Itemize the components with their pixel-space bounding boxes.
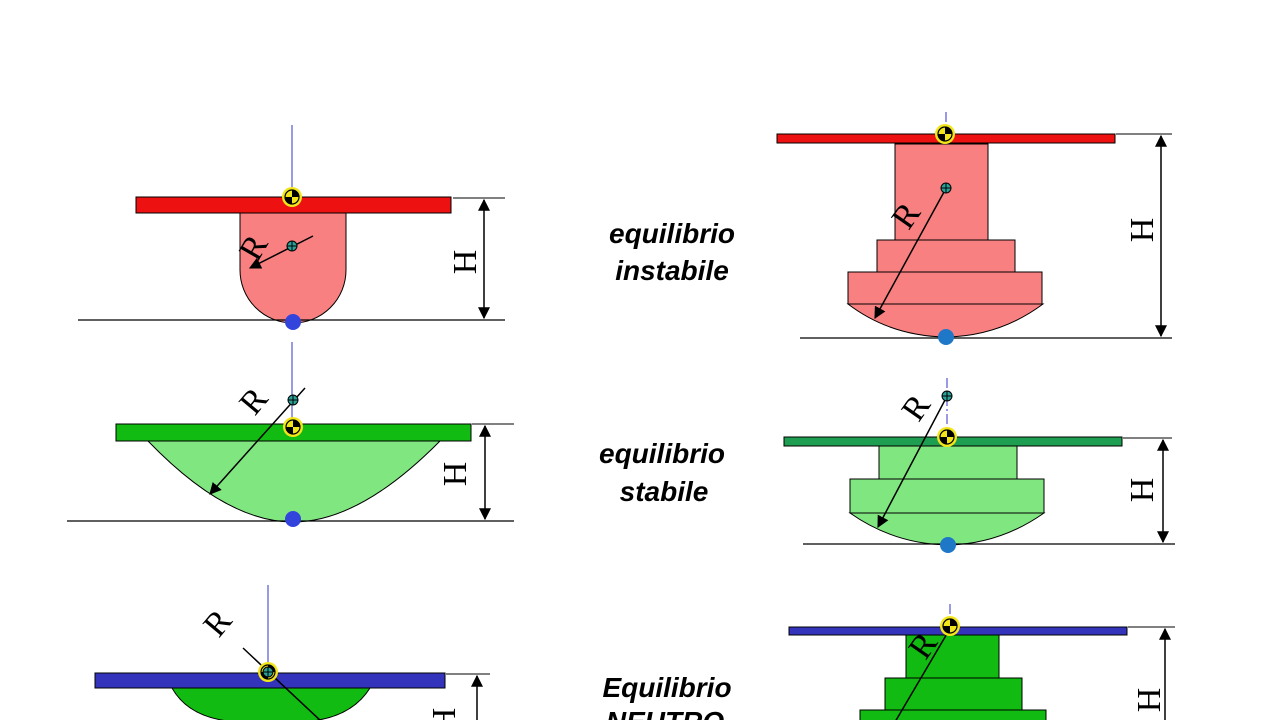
center-of-curvature-icon: [286, 240, 298, 252]
block-tier-1: [905, 634, 1000, 679]
contact-point: [285, 511, 301, 527]
diagram-unstable-right: R H: [776, 112, 1172, 345]
diagram-unstable-left: R H: [78, 125, 505, 330]
label-neutral-line1: Equilibrio: [602, 672, 731, 703]
label-neutral-line2: NEUTRO: [606, 706, 724, 720]
block-tier-1: [878, 445, 1018, 480]
label-stable-line1: equilibrio: [599, 438, 725, 469]
radius-arrow: [248, 235, 314, 269]
diagram-neutral-left: R H: [94, 585, 490, 720]
diagram-stable-left: R H: [67, 342, 514, 527]
center-of-gravity-icon: [281, 186, 303, 208]
contact-point: [285, 314, 301, 330]
radius-label: R: [232, 380, 275, 421]
center-of-curvature-icon: [262, 666, 274, 678]
center-of-curvature-icon: [941, 390, 953, 402]
label-stable-line2: stabile: [620, 476, 709, 507]
radius-arrow: [874, 191, 945, 320]
diagram-stable-right: R H: [783, 378, 1175, 553]
block-tier-3: [859, 709, 1047, 720]
center-of-gravity-icon: [936, 426, 958, 448]
radius-line: [242, 647, 321, 720]
contact-point: [940, 537, 956, 553]
label-unstable-line1: equilibrio: [609, 218, 735, 249]
radius-label: R: [895, 388, 939, 428]
height-label: H: [447, 250, 484, 275]
center-of-curvature-icon: [287, 394, 299, 406]
radius-label: R: [196, 602, 239, 643]
radius-arrow: [209, 387, 306, 495]
label-unstable-line2: instabile: [615, 255, 729, 286]
center-of-gravity-icon: [934, 123, 956, 145]
block-tier-3: [847, 271, 1043, 305]
diagram-neutral-right: R H: [788, 604, 1175, 720]
center-of-gravity-icon: [939, 615, 961, 637]
center-of-gravity-icon: [282, 416, 304, 438]
contact-point: [938, 329, 954, 345]
height-label: H: [1131, 688, 1168, 713]
height-label: H: [426, 708, 463, 720]
block-tier-2: [849, 478, 1045, 514]
height-label: H: [1124, 478, 1161, 503]
round-body: [239, 212, 347, 324]
radius-line: [895, 631, 949, 720]
block-tier-1: [894, 143, 989, 241]
radius-arrow: [877, 399, 946, 529]
height-label: H: [437, 462, 474, 487]
bowl-body: [146, 440, 442, 523]
round-body: [171, 687, 371, 720]
height-label: H: [1124, 218, 1161, 243]
block-tier-2: [884, 677, 1023, 711]
block-tier-2: [876, 239, 1016, 273]
center-of-curvature-icon: [940, 182, 952, 194]
